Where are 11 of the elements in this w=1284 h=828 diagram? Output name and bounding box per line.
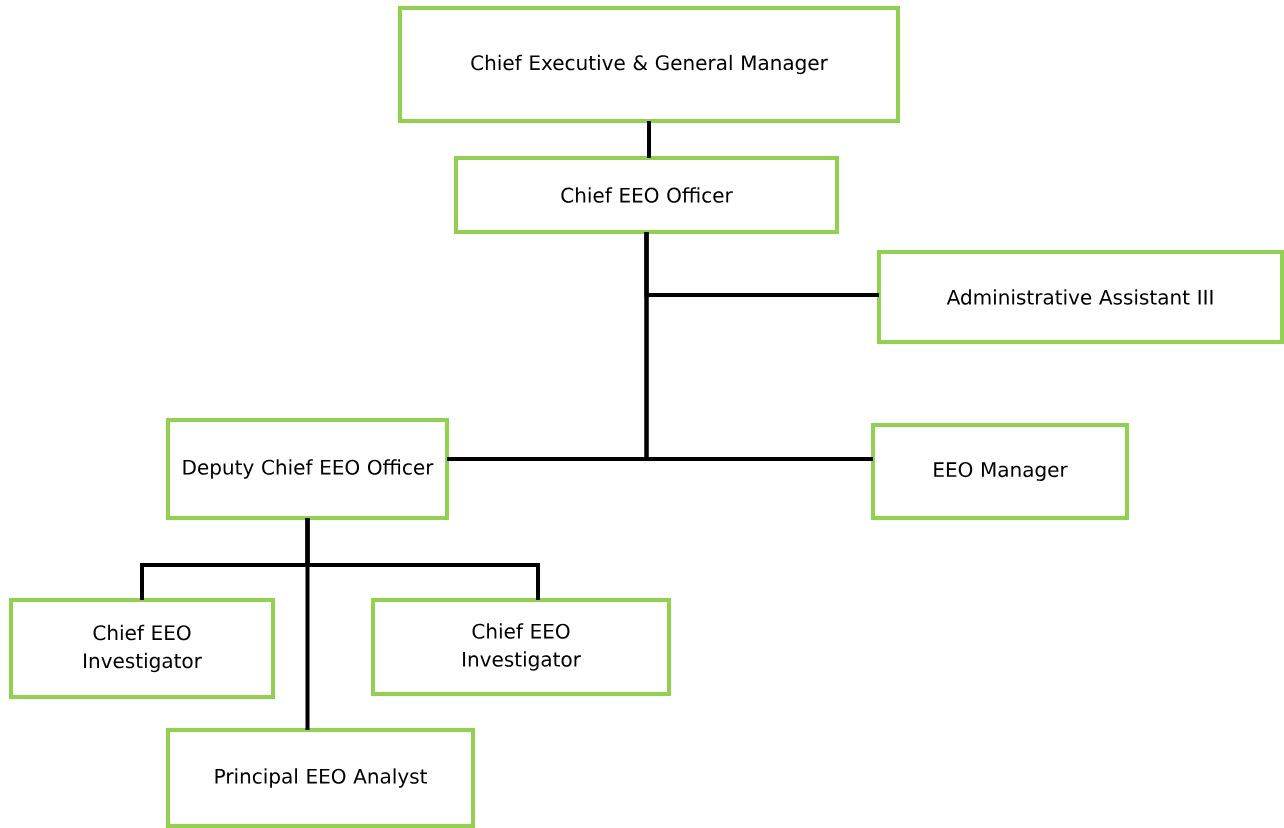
org-box: Principal EEO Analyst (166, 728, 475, 828)
org-box: Chief EEO Investigator (371, 598, 671, 696)
org-box: Administrative Assistant III (877, 250, 1284, 344)
connector-line (644, 232, 873, 461)
org-box: Deputy Chief EEO Officer (166, 418, 449, 520)
org-box: Chief EEO Officer (454, 156, 839, 234)
connector-line (647, 121, 651, 158)
org-box: Chief Executive & General Manager (398, 6, 900, 123)
org-box: Chief EEO Investigator (9, 598, 275, 699)
connector-line (305, 518, 310, 730)
org-box: EEO Manager (871, 423, 1129, 520)
